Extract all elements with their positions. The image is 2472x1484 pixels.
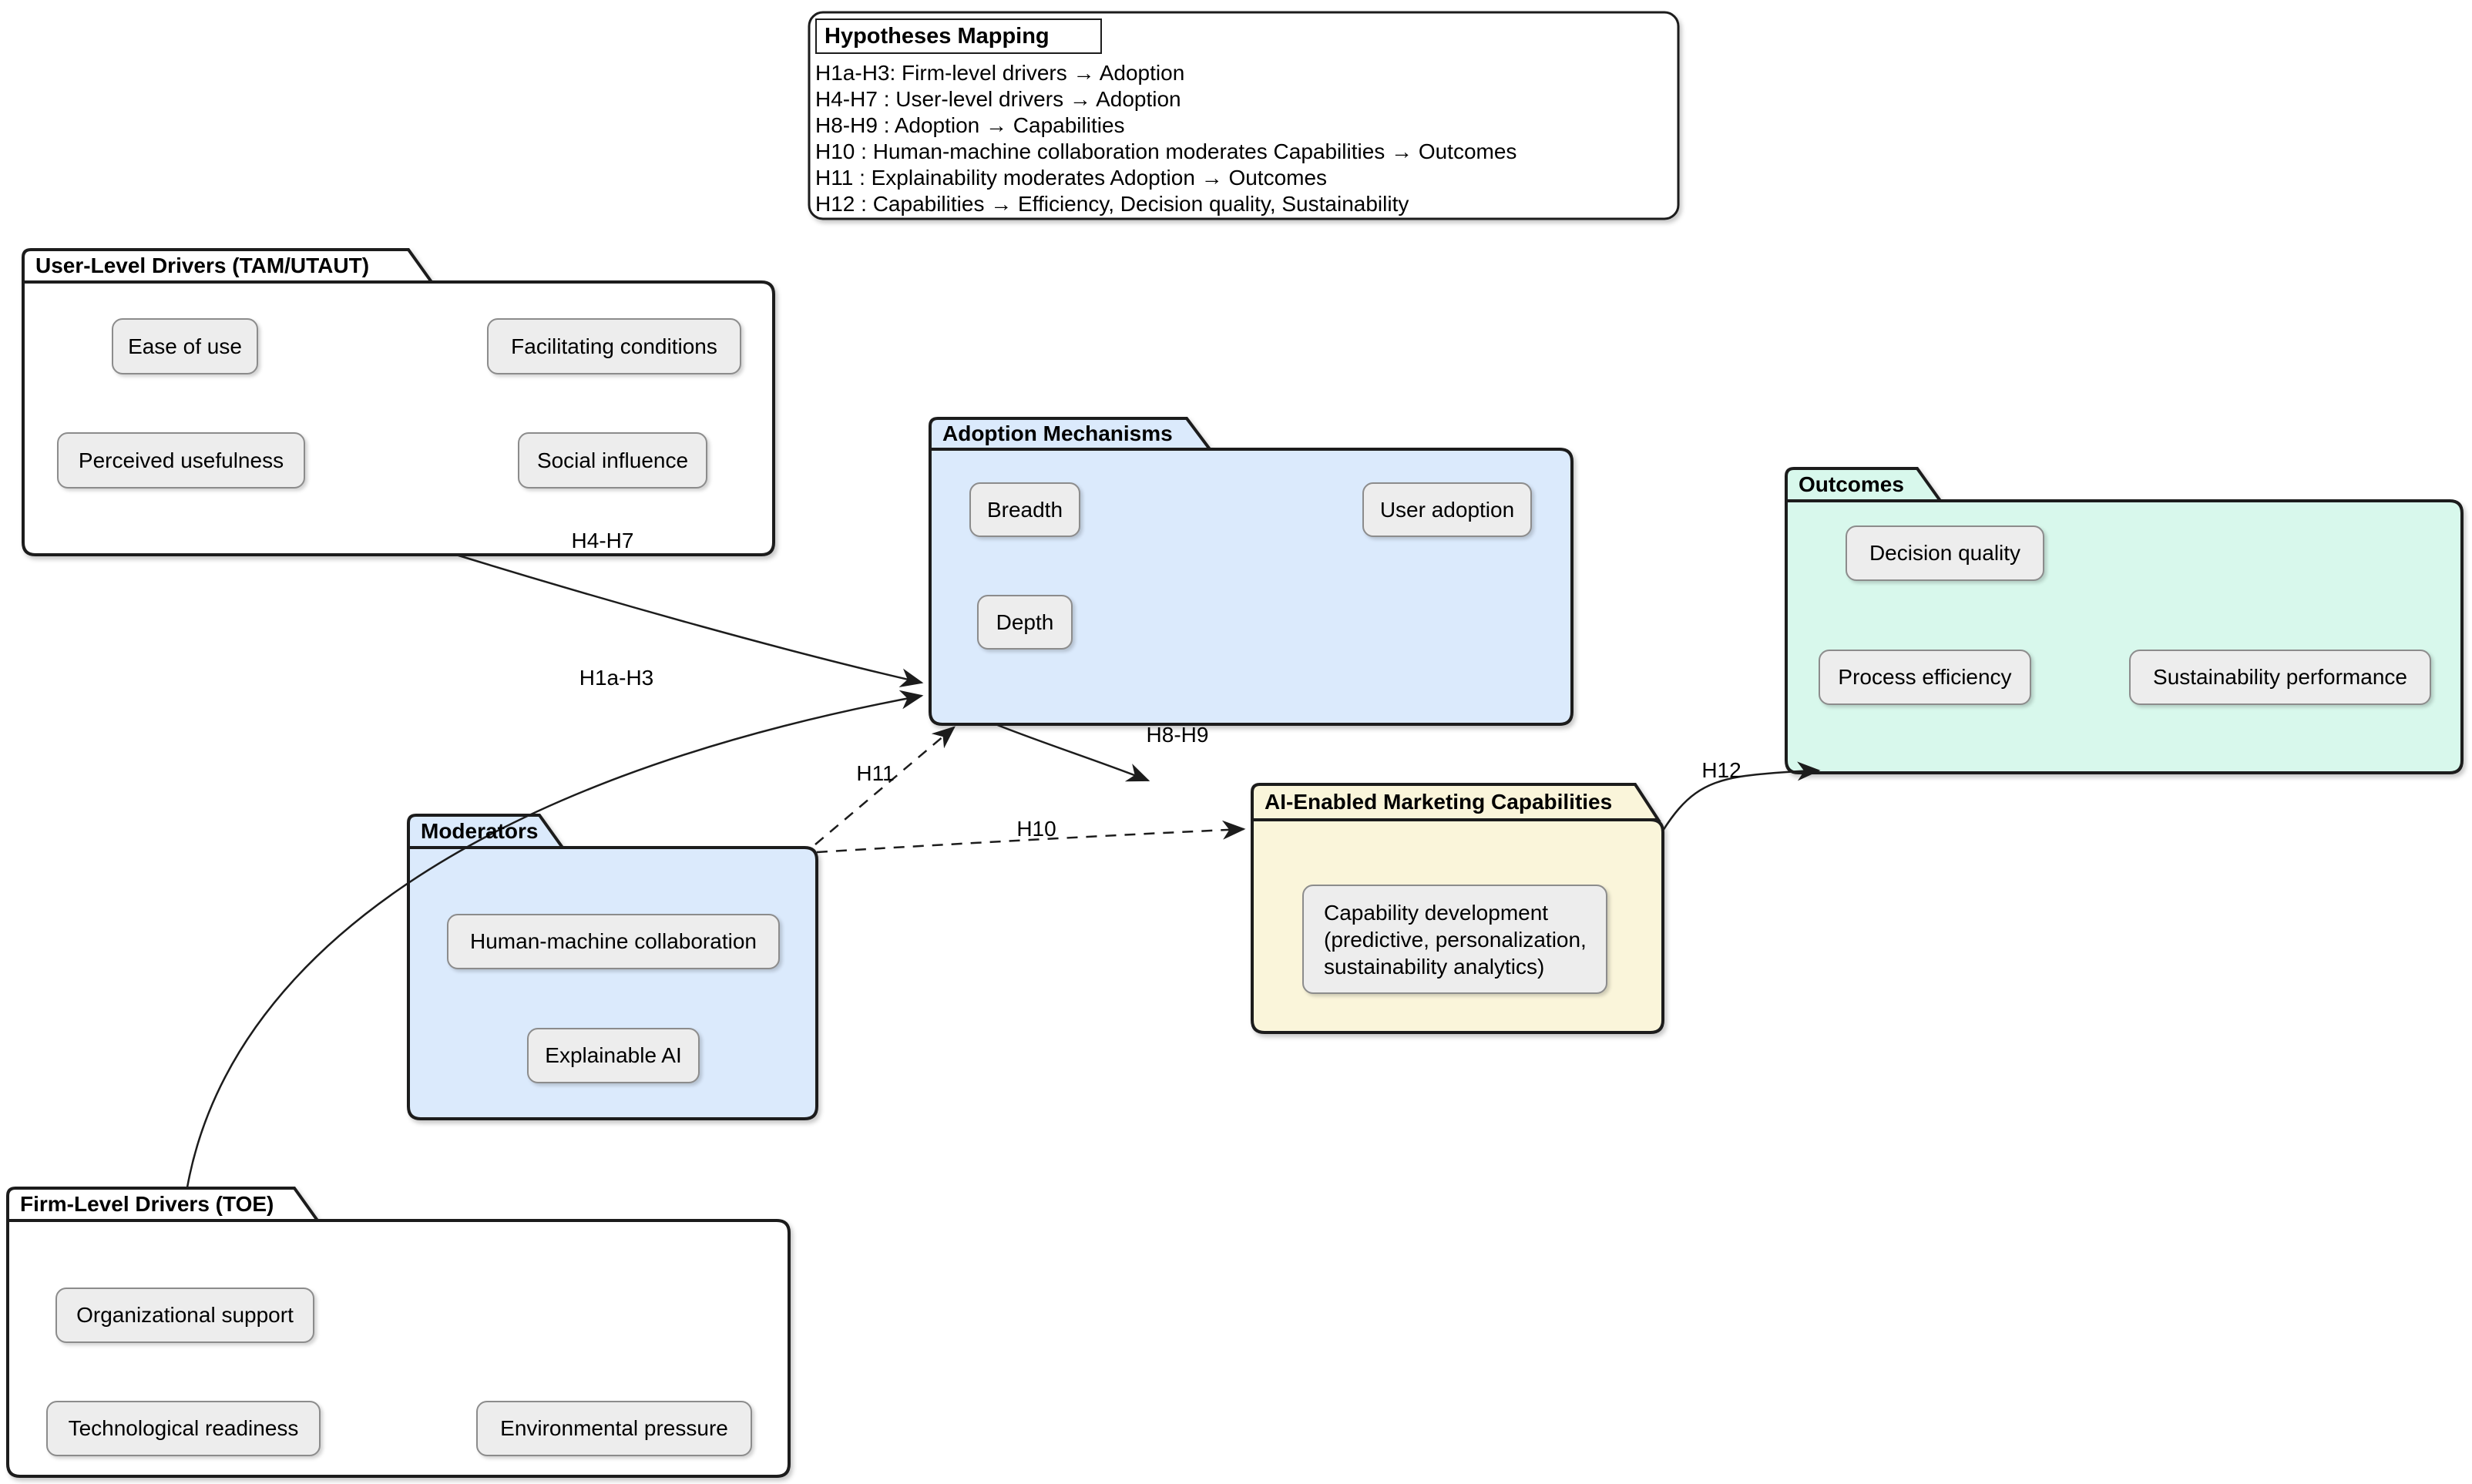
edge-label-h10: H10: [1016, 817, 1056, 841]
package-title-user-level-drivers: User-Level Drivers (TAM/UTAUT): [35, 253, 370, 277]
edge-label-h8-h9: H8-H9: [1146, 723, 1209, 747]
note-line-h11: H11 : Explainability moderates Adoption …: [815, 166, 1328, 190]
package-title-moderators: Moderators: [421, 819, 539, 843]
arrow-h8-h9: [995, 723, 1150, 782]
note-line-h10: H10 : Human-machine collaboration modera…: [815, 139, 1517, 163]
note-line-h4-h7: H4-H7 : User-level drivers → Adoption: [815, 87, 1181, 111]
note-title: Hypotheses Mapping: [815, 18, 1102, 54]
node-technological-readiness: Technological readiness: [46, 1401, 321, 1456]
node-perceived-usefulness: Perceived usefulness: [57, 432, 305, 489]
node-process-efficiency: Process efficiency: [1819, 650, 2031, 705]
arrow-h11: [814, 726, 956, 845]
node-social-influence: Social influence: [518, 432, 707, 489]
edge-label-h1a-h3: H1a-H3: [579, 666, 654, 690]
node-facilitating-conditions: Facilitating conditions: [487, 318, 741, 374]
node-human-machine-collaboration: Human-machine collaboration: [447, 914, 780, 969]
note-hypotheses-mapping-shape: [808, 11, 1680, 220]
node-depth: Depth: [977, 595, 1073, 650]
package-title-ai-enabled-marketing-capabilities: AI-Enabled Marketing Capabilities: [1265, 790, 1613, 814]
edge-label-h12: H12: [1701, 758, 1741, 782]
note-line-h8-h9: H8-H9 : Adoption → Capabilities: [815, 113, 1125, 137]
node-user-adoption: User adoption: [1362, 482, 1532, 537]
edge-label-h4-h7: H4-H7: [571, 529, 634, 552]
node-explainable-ai: Explainable AI: [527, 1028, 700, 1083]
arrow-h10: [816, 820, 1246, 854]
node-organizational-support: Organizational support: [55, 1288, 314, 1343]
node-sustainability-performance: Sustainability performance: [2129, 650, 2431, 705]
node-decision-quality: Decision quality: [1846, 525, 2044, 581]
package-shape-outcomes: [1785, 467, 2464, 774]
package-title-firm-level-drivers: Firm-Level Drivers (TOE): [20, 1192, 274, 1216]
note-line-h12: H12 : Capabilities → Efficiency, Decisio…: [815, 192, 1409, 216]
node-ease-of-use: Ease of use: [112, 318, 258, 374]
package-title-adoption-mechanisms: Adoption Mechanisms: [942, 421, 1173, 445]
node-environmental-pressure: Environmental pressure: [476, 1401, 752, 1456]
arrow-h12: [1661, 761, 1821, 831]
note-body: H1a-H3: Firm-level drivers → Adoption H4…: [815, 60, 1516, 217]
package-shape-adoption-mechanisms: [929, 417, 1574, 726]
arrow-h1a-h3: [186, 690, 924, 1188]
package-title-outcomes: Outcomes: [1799, 472, 1904, 496]
node-capability-development: Capability development (predictive, pers…: [1302, 885, 1607, 994]
note-line-h1a-h3: H1a-H3: Firm-level drivers → Adoption: [815, 61, 1185, 85]
edge-label-h11: H11: [856, 761, 895, 785]
node-breadth: Breadth: [969, 482, 1080, 537]
package-shape-user-level-drivers: [22, 248, 775, 556]
arrow-h4-h7: [455, 553, 924, 688]
